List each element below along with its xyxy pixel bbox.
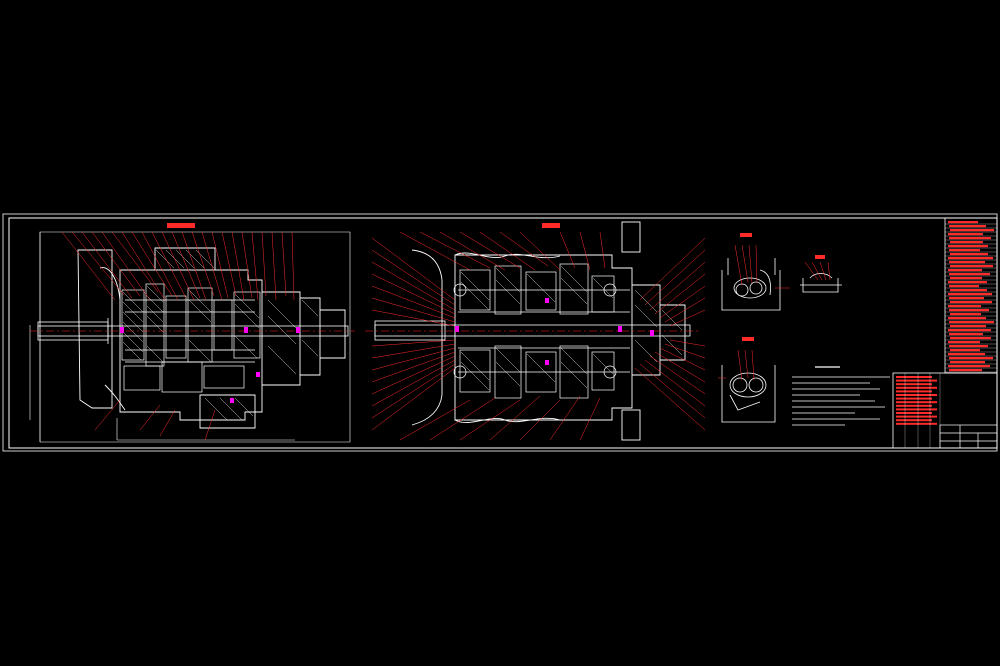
parts-list-row xyxy=(950,265,993,268)
title-block xyxy=(939,424,998,449)
parts-list-row xyxy=(950,229,994,232)
parts-list-row xyxy=(948,221,978,224)
parts-list-row xyxy=(950,361,985,364)
parts-list-row xyxy=(949,321,994,324)
parts-list-row xyxy=(948,341,980,344)
technical-requirements-notes xyxy=(792,366,890,426)
dimension-frame xyxy=(29,231,351,443)
leader-lines xyxy=(61,231,295,441)
parts-list-row xyxy=(896,390,932,393)
parts-list-row xyxy=(896,412,932,414)
parts-list-row xyxy=(896,376,932,378)
side-section-view xyxy=(29,223,355,443)
parts-list-row xyxy=(948,317,986,320)
parts-list-row xyxy=(949,297,984,300)
parts-list-row xyxy=(896,394,937,396)
parts-list-row xyxy=(949,345,988,348)
detail-view-small xyxy=(800,255,842,293)
detail-view-upper xyxy=(721,233,790,311)
detail-view-lower xyxy=(718,337,776,423)
view-title-marker xyxy=(167,223,195,228)
view-title-marker xyxy=(742,337,754,341)
parts-list-row xyxy=(950,289,987,292)
parts-list-row xyxy=(896,422,937,425)
parts-list-row xyxy=(949,333,983,336)
parts-list-row xyxy=(948,233,983,236)
parts-list-row xyxy=(896,404,932,407)
parts-list-row xyxy=(896,419,932,422)
parts-list-row xyxy=(950,241,983,244)
parts-list-row xyxy=(950,277,982,280)
leader-lines xyxy=(371,231,706,441)
parts-list-row xyxy=(896,408,937,411)
parts-list-row xyxy=(896,386,937,389)
unfolded-section-view xyxy=(365,221,706,441)
parts-list-row xyxy=(948,353,985,356)
highlight-marks xyxy=(455,298,654,365)
parts-list-row xyxy=(948,329,991,332)
parts-list-row xyxy=(950,337,991,340)
housing-outline xyxy=(77,247,346,429)
parts-list-row xyxy=(896,397,932,400)
parts-list-row xyxy=(948,293,992,296)
parts-list-row xyxy=(949,357,993,360)
parts-list-row xyxy=(949,369,982,372)
parts-list-row xyxy=(950,253,988,256)
parts-list-table xyxy=(892,217,998,449)
parts-list-row xyxy=(949,261,985,264)
parts-list-row xyxy=(896,415,937,418)
parts-list-row xyxy=(948,281,987,284)
parts-list-row xyxy=(948,269,982,272)
parts-list-row xyxy=(950,349,980,352)
main-shaft xyxy=(374,320,691,341)
parts-list-row xyxy=(949,285,979,288)
view-title-marker xyxy=(740,233,752,237)
parts-list-row xyxy=(948,365,990,368)
section-hatching xyxy=(460,265,683,391)
view-title-marker xyxy=(815,255,825,259)
parts-list-row xyxy=(950,313,981,316)
parts-list-row xyxy=(949,309,989,312)
parts-list-row xyxy=(896,383,932,386)
highlight-marks xyxy=(120,327,300,403)
parts-list-row xyxy=(950,301,992,304)
parts-list-row xyxy=(948,305,981,308)
housing-outline xyxy=(411,221,686,441)
parts-list-row xyxy=(948,257,993,260)
view-title-marker xyxy=(542,223,560,228)
parts-list-row xyxy=(896,379,937,382)
parts-list-row xyxy=(949,249,980,252)
parts-list-row xyxy=(949,273,990,276)
parts-list-row xyxy=(950,325,986,328)
gear-set xyxy=(453,263,630,399)
parts-list-row xyxy=(896,401,937,404)
parts-list-row xyxy=(949,237,991,240)
section-hatching xyxy=(122,249,319,421)
parts-list-row xyxy=(949,225,986,228)
parts-list-row xyxy=(948,245,988,248)
